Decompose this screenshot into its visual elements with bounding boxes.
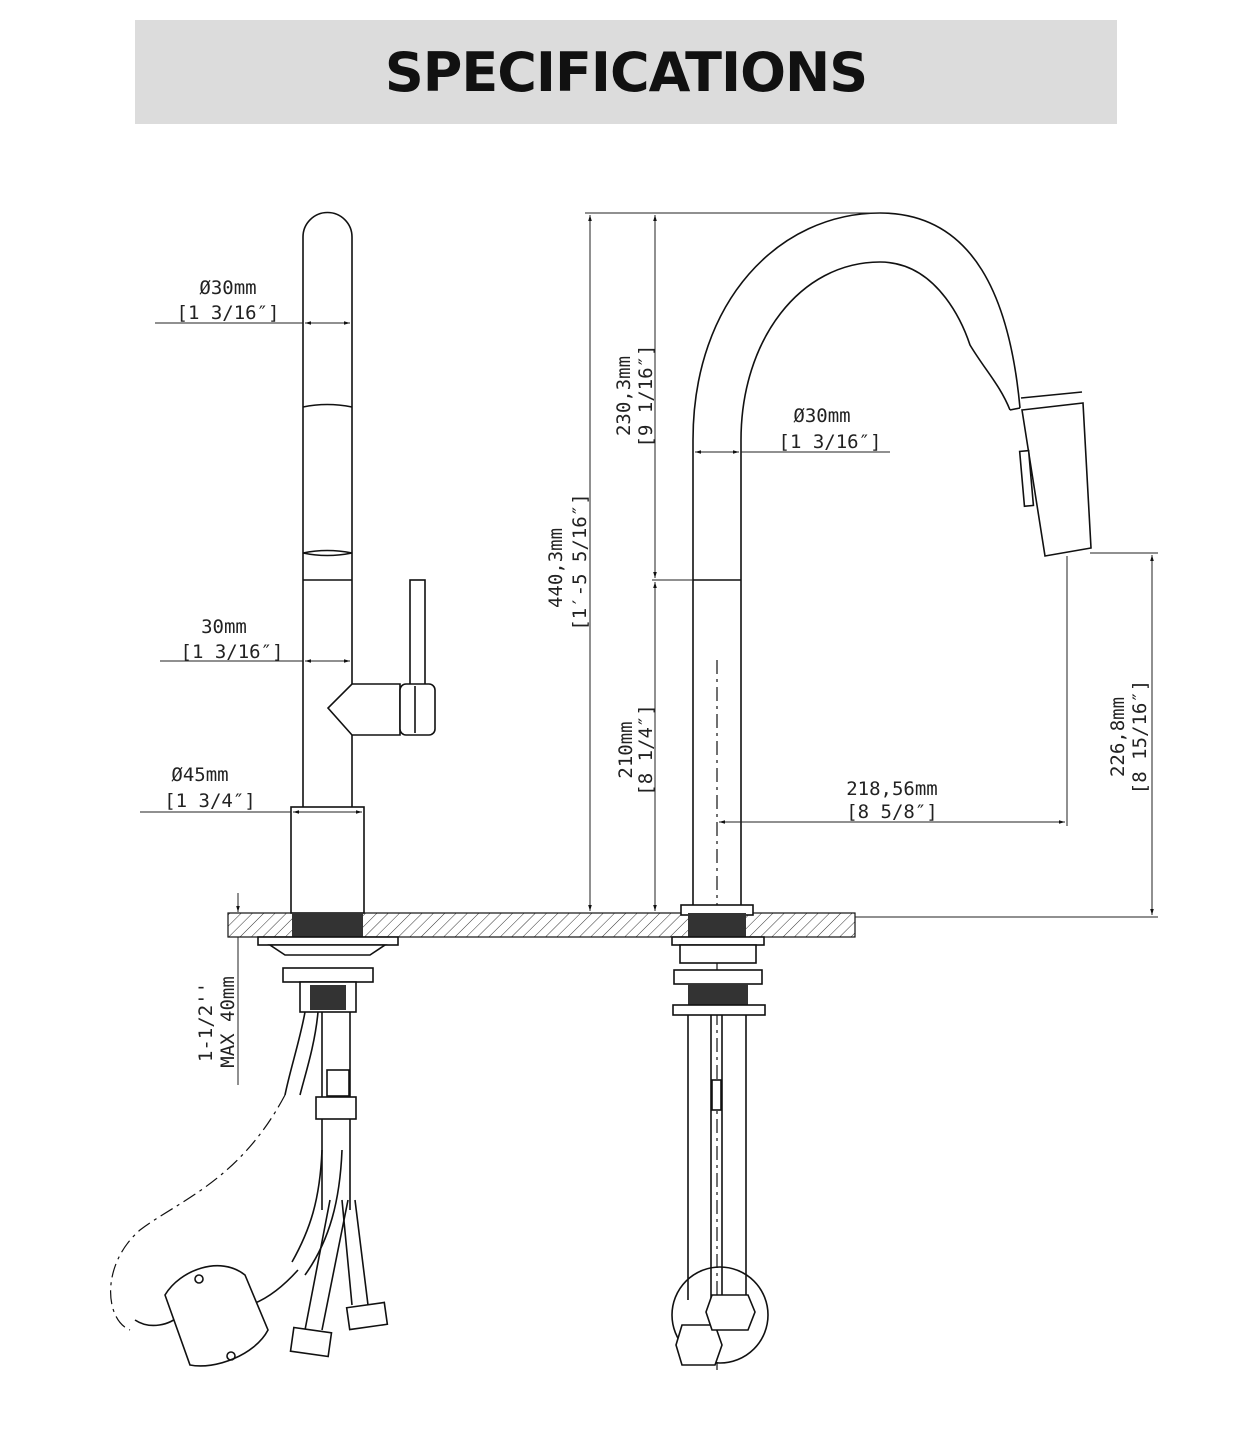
dim-label-inch: [1 3/16″] xyxy=(779,431,882,453)
dim-label-mm: 218,56mm xyxy=(846,778,938,800)
specifications-header: SPECIFICATIONS xyxy=(135,20,1117,124)
side-dim-max-deck: 1-1/2'' MAX 40mm xyxy=(195,893,240,1085)
dim-label-mm: Ø30mm xyxy=(793,405,850,427)
front-dim-spout-diameter: Ø30mm [1 3/16″] xyxy=(695,405,890,454)
dim-label-mm: 210mm xyxy=(615,721,637,778)
front-dim-lower-height: 210mm [8 1/4″] xyxy=(615,582,657,911)
front-view-faucet xyxy=(671,212,1092,1370)
dim-label-inch: [8 1/4″] xyxy=(635,704,657,796)
front-dim-reach: 218,56mm [8 5/8″] xyxy=(719,556,1068,826)
dim-label-inch: [8 5/8″] xyxy=(846,801,938,823)
dim-label-inch: [1′-5 5/16″] xyxy=(569,493,591,630)
side-view-faucet xyxy=(110,211,436,1367)
dim-label-mm: Ø30mm xyxy=(199,277,256,299)
dim-label-mm: 230,3mm xyxy=(613,356,635,436)
side-dim-spout-diameter: Ø30mm [1 3/16″] xyxy=(155,277,350,325)
dim-label-mm: MAX 40mm xyxy=(217,976,239,1068)
front-dim-total-height: 440,3mm [1′-5 5/16″] xyxy=(545,212,880,911)
dim-label-mm: 30mm xyxy=(201,616,247,638)
front-dim-spout-height: 226,8mm [8 15/16″] xyxy=(1090,552,1158,915)
dim-label-mm: 226,8mm xyxy=(1107,697,1129,777)
dim-label-inch: [1 3/16″] xyxy=(181,641,284,663)
page-title: SPECIFICATIONS xyxy=(384,40,868,104)
side-dim-base-diameter: Ø45mm [1 3/4″] xyxy=(140,764,362,814)
dim-label-inch: [1 3/16″] xyxy=(177,302,280,324)
dim-label-inch: [8 15/16″] xyxy=(1129,680,1151,794)
dim-label-inch: 1-1/2'' xyxy=(195,982,217,1062)
dim-label-mm: Ø45mm xyxy=(171,764,228,786)
dim-label-mm: 440,3mm xyxy=(545,528,567,608)
dim-label-inch: [1 3/4″] xyxy=(164,790,256,812)
dim-label-inch: [9 1/16″] xyxy=(635,345,657,448)
front-dim-upper-height: 230,3mm [9 1/16″] xyxy=(613,215,693,581)
side-dim-body-width: 30mm [1 3/16″] xyxy=(160,616,350,663)
